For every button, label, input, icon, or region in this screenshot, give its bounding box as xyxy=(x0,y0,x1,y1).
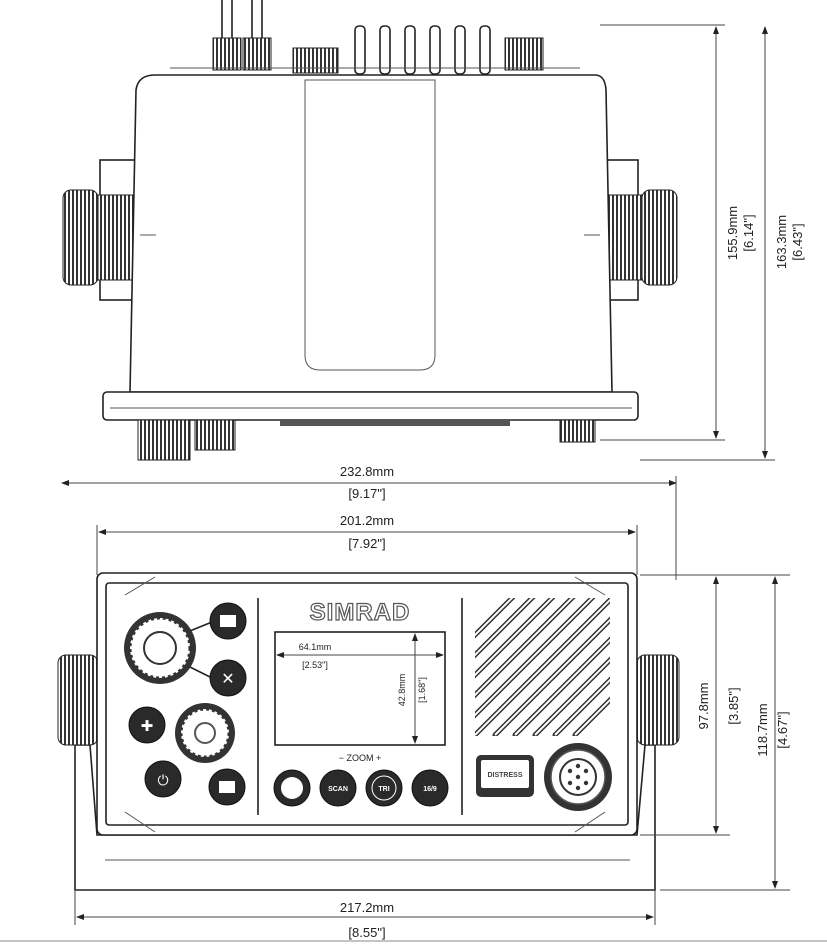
left-controls: ✕ ✚ ⏻ xyxy=(124,602,247,806)
right-bracket-knob xyxy=(636,654,680,746)
channel-16-9-button[interactable]: 16/9 xyxy=(411,769,449,807)
base-plate xyxy=(102,391,639,421)
left-knob xyxy=(62,189,134,286)
x-icon: ✕ xyxy=(221,671,234,688)
svg-text:SCAN: SCAN xyxy=(328,786,348,793)
distress-button[interactable]: DISTRESS xyxy=(476,755,534,797)
overall-width-mm: 232.8mm xyxy=(340,464,394,479)
display-screen xyxy=(274,631,446,746)
overall-width-in: [9.17"] xyxy=(348,486,385,501)
plus-icon: ✚ xyxy=(141,718,154,735)
simrad-logo: SIMRAD xyxy=(310,599,411,626)
radio-body-top xyxy=(129,74,613,393)
screen-width-mm: 64.1mm xyxy=(299,642,332,652)
front-view: ✕ ✚ ⏻ SIMRAD 64.1mm [2.53"] 42.8mm [1.68… xyxy=(57,572,790,891)
height-outer-in: [6.43"] xyxy=(790,223,805,260)
weather-button[interactable] xyxy=(273,769,311,807)
panel-width-mm: 201.2mm xyxy=(340,513,394,528)
bracket-height-in: [4.67"] xyxy=(775,711,790,748)
power-button[interactable]: ⏻ xyxy=(144,760,182,798)
height-inner-in: [6.14"] xyxy=(741,214,756,251)
channel-knob[interactable] xyxy=(175,703,235,763)
bracket-height-mm: 118.7mm xyxy=(755,703,770,756)
softkey-buttons: SCAN TRI 16/9 xyxy=(273,769,449,807)
left-bracket-knob xyxy=(57,654,99,746)
screen-height-mm: 42.8mm xyxy=(397,674,407,707)
height-outer-mm: 163.3mm xyxy=(774,215,789,269)
scan-button[interactable]: SCAN xyxy=(319,769,357,807)
panel-width-in: [7.92"] xyxy=(348,536,385,551)
power-icon: ⏻ xyxy=(157,772,168,788)
menu-button[interactable] xyxy=(209,602,247,640)
svg-text:16/9: 16/9 xyxy=(423,786,437,793)
panel-height-mm: 97.8mm xyxy=(696,683,711,730)
terminal-pins xyxy=(354,25,491,75)
svg-text:TRI: TRI xyxy=(378,786,389,793)
center-panel xyxy=(304,79,436,371)
screen-width-in: [2.53"] xyxy=(302,660,328,670)
volume-knob[interactable] xyxy=(124,612,196,684)
bracket-width-in: [8.55"] xyxy=(348,925,385,940)
mob-button[interactable] xyxy=(208,768,246,806)
top-view: 155.9mm [6.14"] 163.3mm [6.43"] xyxy=(62,0,805,461)
panel-height-in: [3.85"] xyxy=(726,687,741,724)
zoom-label: − ZOOM + xyxy=(339,753,382,763)
right-knob xyxy=(606,189,678,286)
height-inner-mm: 155.9mm xyxy=(725,206,740,260)
cancel-button[interactable]: ✕ xyxy=(209,659,247,697)
cable-connectors xyxy=(212,0,544,74)
hail-button[interactable]: ✚ xyxy=(128,706,166,744)
svg-text:DISTRESS: DISTRESS xyxy=(487,772,522,779)
screen-height-in: [1.68"] xyxy=(417,677,427,703)
speaker-grille xyxy=(475,598,610,736)
tri-button[interactable]: TRI xyxy=(365,769,403,807)
bracket-width-mm: 217.2mm xyxy=(340,900,394,915)
handset-connector[interactable] xyxy=(544,743,612,811)
bottom-connectors xyxy=(137,419,596,461)
